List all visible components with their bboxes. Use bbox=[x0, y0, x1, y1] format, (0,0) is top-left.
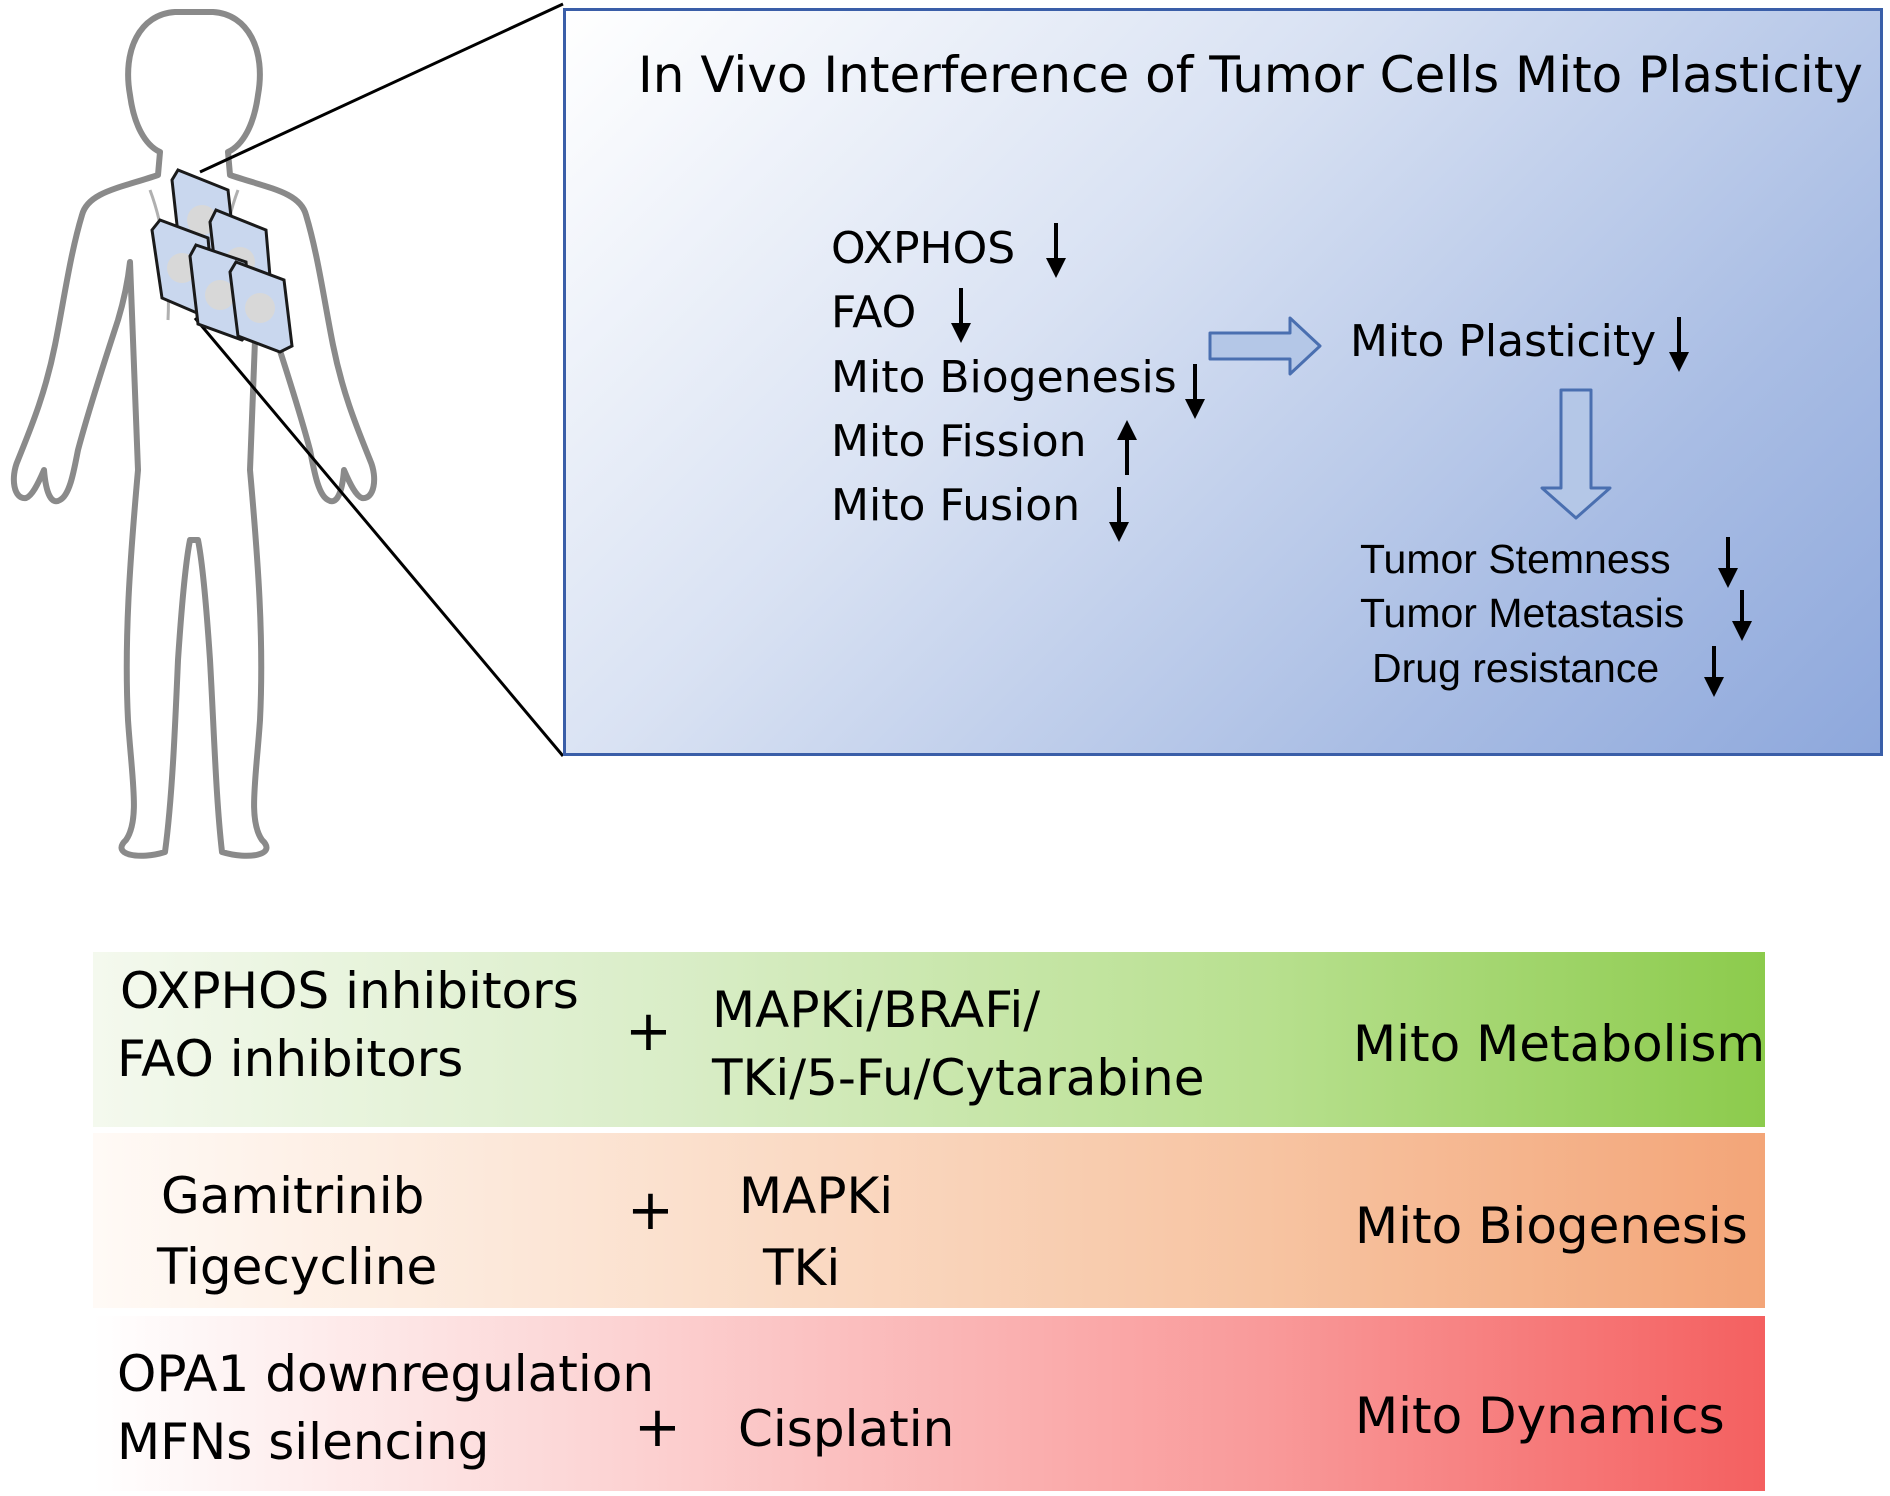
category-label: Mito Dynamics bbox=[1355, 1387, 1725, 1445]
cell-nucleus bbox=[245, 293, 275, 323]
category-label: Mito Biogenesis bbox=[1355, 1197, 1748, 1255]
outcome-label: Drug resistance bbox=[1372, 645, 1660, 691]
inhibitor-label: Tigecycline bbox=[157, 1238, 438, 1296]
therapy-band-mito-metabolism bbox=[93, 952, 1765, 1127]
outcome-drug-resistance: Drug resistance bbox=[1372, 648, 1659, 689]
outcome-tumor-metastasis: Tumor Metastasis bbox=[1360, 593, 1684, 634]
therapy-band-mito-dynamics bbox=[93, 1316, 1765, 1491]
effect-label: Mito Fusion bbox=[831, 480, 1081, 531]
partner-drug-label: Cisplatin bbox=[738, 1400, 955, 1458]
effect-label: FAO bbox=[831, 287, 917, 338]
inhibitor-label: OXPHOS inhibitors bbox=[120, 962, 579, 1020]
plus-sign: + bbox=[627, 1178, 674, 1243]
effect-fao: FAO bbox=[831, 291, 916, 335]
partner-drug-label: TKi bbox=[763, 1239, 841, 1297]
partner-drug-label: MAPKi bbox=[739, 1167, 894, 1225]
panel-title: In Vivo Interference of Tumor Cells Mito… bbox=[638, 46, 1863, 104]
cell-nucleus bbox=[205, 280, 235, 310]
therapy-band-mito-biogenesis bbox=[93, 1133, 1765, 1308]
effect-mito-fusion: Mito Fusion bbox=[831, 484, 1080, 528]
effect-mito-fission: Mito Fission bbox=[831, 420, 1087, 464]
effect-label: Mito Fission bbox=[831, 416, 1087, 467]
effect-mito-biogenesis: Mito Biogenesis bbox=[831, 356, 1177, 400]
category-label: Mito Metabolism bbox=[1353, 1015, 1766, 1073]
outcome-label: Tumor Metastasis bbox=[1360, 590, 1685, 636]
zoom-panel bbox=[563, 8, 1883, 756]
result-label: Mito Plasticity bbox=[1350, 316, 1657, 367]
effect-label: OXPHOS bbox=[831, 223, 1016, 274]
inhibitor-label: MFNs silencing bbox=[117, 1413, 490, 1471]
result-mito-plasticity: Mito Plasticity bbox=[1350, 320, 1656, 364]
tumor-cells bbox=[150, 168, 294, 354]
partner-drug-label: TKi/5-Fu/Cytarabine bbox=[712, 1049, 1205, 1107]
effect-oxphos: OXPHOS bbox=[831, 227, 1015, 271]
effect-label: Mito Biogenesis bbox=[831, 352, 1177, 403]
body-outline bbox=[10, 9, 378, 859]
outcome-tumor-stemness: Tumor Stemness bbox=[1360, 539, 1671, 580]
outcome-label: Tumor Stemness bbox=[1360, 536, 1671, 582]
zoom-line-bottom bbox=[193, 317, 565, 757]
plus-sign: + bbox=[634, 1395, 681, 1460]
inhibitor-label: Gamitrinib bbox=[161, 1167, 425, 1225]
zoom-line-top bbox=[199, 2, 564, 174]
inhibitor-label: OPA1 downregulation bbox=[117, 1345, 655, 1403]
plus-sign: + bbox=[625, 999, 672, 1064]
partner-drug-label: MAPKi/BRAFi/ bbox=[712, 981, 1041, 1039]
inhibitor-label: FAO inhibitors bbox=[117, 1030, 464, 1088]
